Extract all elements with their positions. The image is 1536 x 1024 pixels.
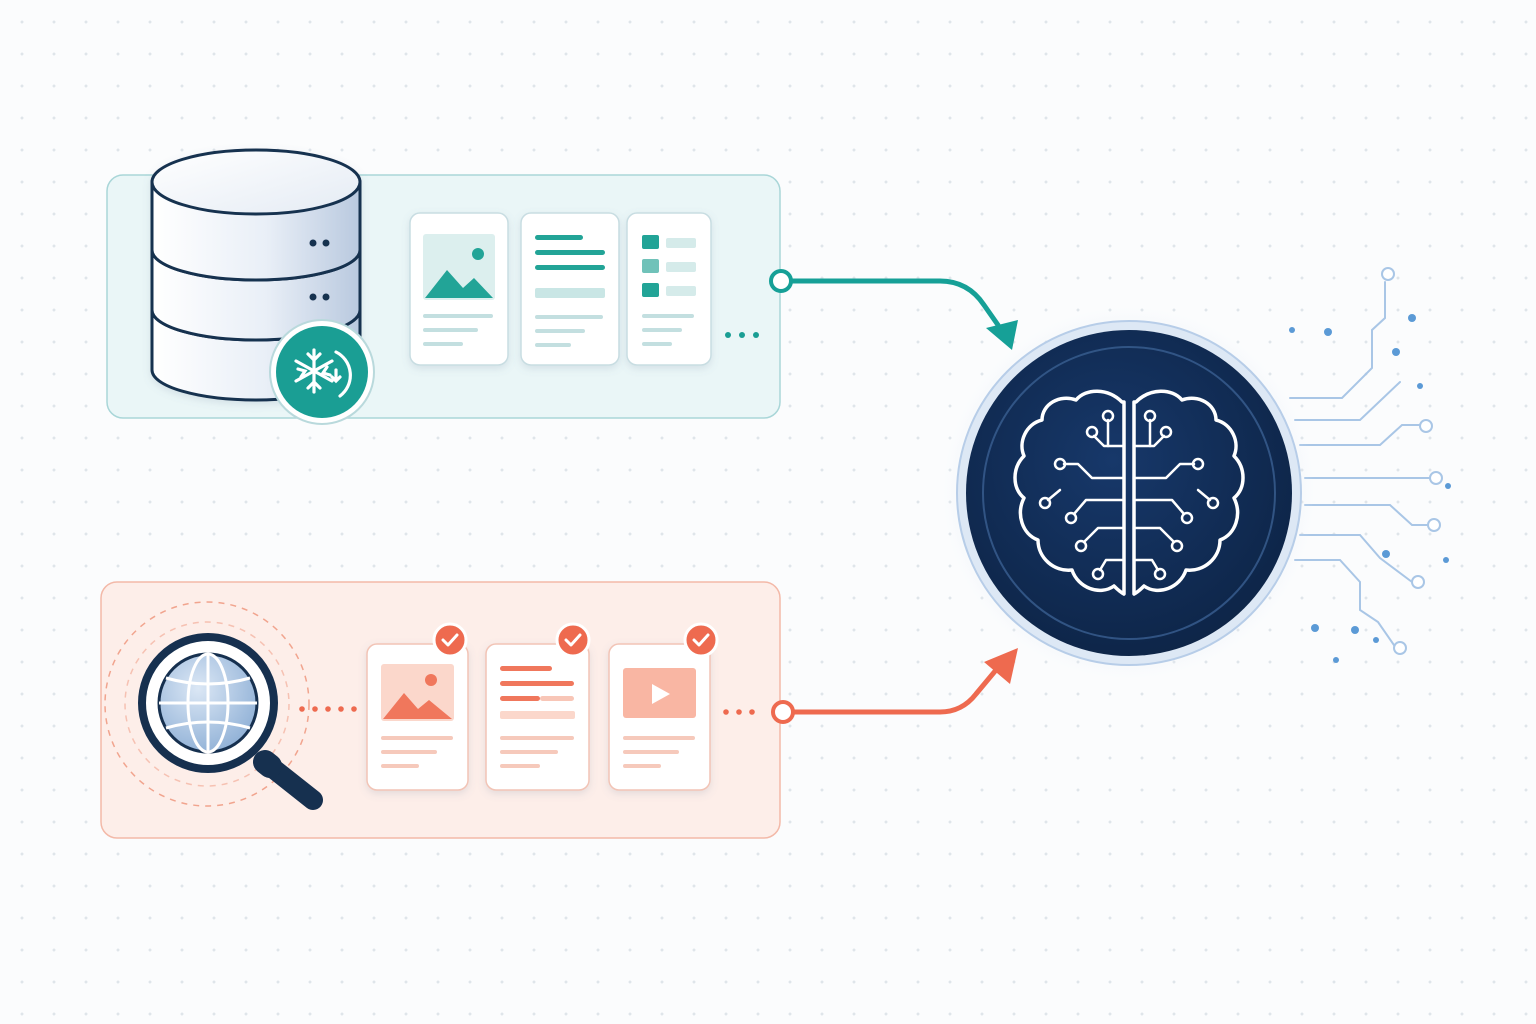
table-document-icon xyxy=(626,212,712,366)
circuit-traces-icon xyxy=(1289,267,1443,655)
check-badge-icon xyxy=(683,622,719,658)
verified-video-document-icon xyxy=(608,643,711,791)
docs-to-arrow-dots xyxy=(723,709,755,715)
brain-circuit-icon xyxy=(1013,389,1245,596)
search-radar-rings xyxy=(104,601,310,807)
check-badge-icon xyxy=(555,622,591,658)
image-document-icon xyxy=(409,212,509,366)
verified-image-document-icon xyxy=(366,643,469,791)
frozen-to-model-arrow xyxy=(769,269,1018,350)
circuit-node-dots xyxy=(1289,314,1451,663)
ellipsis-icon xyxy=(725,332,759,338)
snowflake-clock-icon xyxy=(269,319,375,425)
search-to-docs-dots xyxy=(299,706,357,712)
magnifier-globe-icon xyxy=(138,633,323,810)
check-badge-icon xyxy=(432,622,468,658)
language-model-node xyxy=(943,307,1315,679)
verified-text-document-icon xyxy=(485,643,590,791)
search-to-model-arrow xyxy=(771,648,1018,724)
text-document-icon xyxy=(520,212,620,366)
